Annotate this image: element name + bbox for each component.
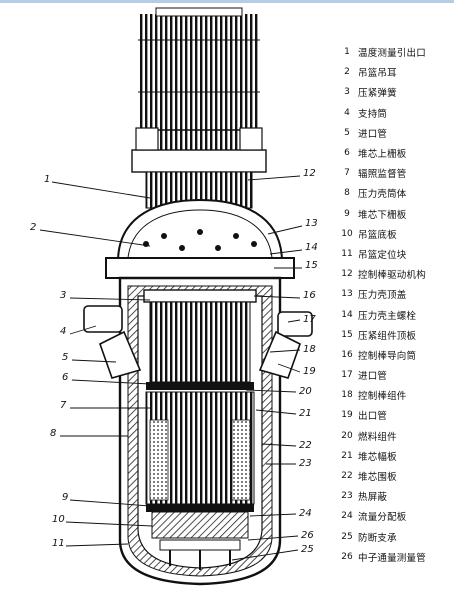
callout-7: 7 (60, 400, 67, 411)
callout-3: 3 (60, 290, 67, 301)
callout-13: 13 (305, 218, 318, 229)
callout-5: 5 (62, 352, 69, 363)
callout-26: 26 (301, 530, 314, 541)
vessel-head (105, 198, 295, 279)
callout-23: 23 (299, 458, 312, 469)
callout-12: 12 (303, 168, 316, 179)
callout-22: 22 (299, 440, 312, 451)
callout-21: 21 (299, 408, 312, 419)
callout-20: 20 (299, 386, 312, 397)
callout-14: 14 (305, 242, 318, 253)
callout-25: 25 (301, 544, 314, 555)
control-rod-drive-tubes (131, 7, 267, 209)
callout-4: 4 (60, 326, 67, 337)
callout-17: 17 (303, 314, 316, 325)
top-border-strip (0, 0, 454, 3)
callout-1: 1 (44, 174, 51, 185)
callout-15: 15 (305, 260, 318, 271)
callout-9: 9 (62, 492, 69, 503)
callout-6: 6 (62, 372, 69, 383)
callout-24: 24 (299, 508, 312, 519)
callout-19: 19 (303, 366, 316, 377)
callout-16: 16 (303, 290, 316, 301)
callout-2: 2 (30, 222, 37, 233)
callout-11: 11 (52, 538, 65, 549)
leader-lines (39, 175, 303, 561)
callout-10: 10 (52, 514, 65, 525)
core-internals (143, 289, 257, 570)
callout-18: 18 (303, 344, 316, 355)
callout-8: 8 (50, 428, 57, 439)
inlet-outlet-nozzles (83, 305, 313, 379)
